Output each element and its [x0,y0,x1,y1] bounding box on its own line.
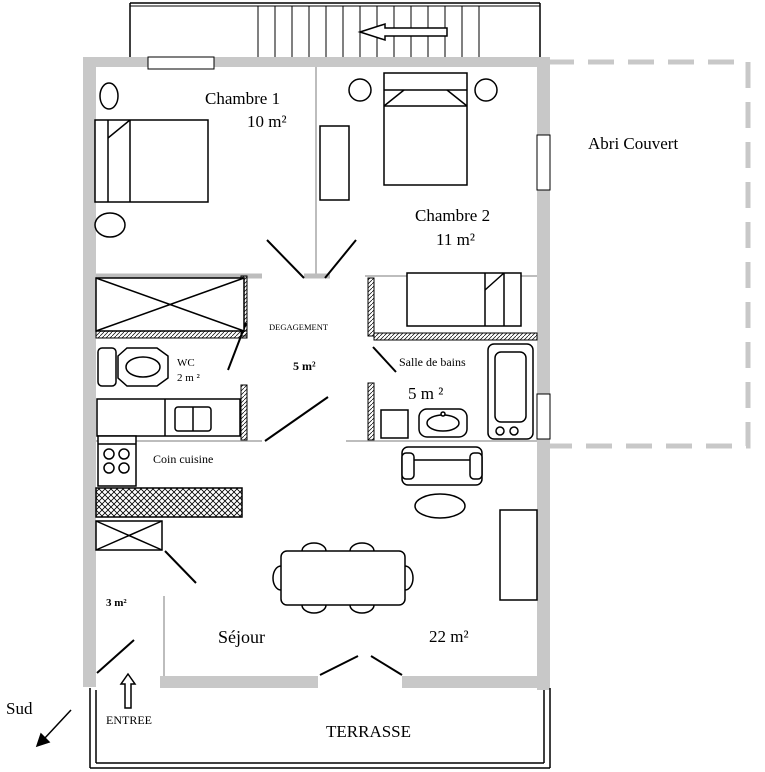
coffee-table [414,493,466,519]
bath-cabinet [380,409,409,439]
wall-hatch-right-upper [367,277,375,337]
nightstand-lamp-2 [94,212,126,238]
area-degagement: 5 m² [293,359,316,373]
bathtub [487,343,534,440]
label-sejour: Séjour [218,627,265,647]
window-right-1 [536,134,551,191]
staircase [129,2,541,57]
label-wc: WC [177,357,195,369]
area-salle-de-bains: 5 m ² [408,384,443,403]
label-coin-cuisine: Coin cuisine [153,452,213,466]
label-salle-de-bains: Salle de bains [399,355,466,369]
dining-table [272,542,414,614]
sofa [401,446,483,486]
kitchen-counter [96,398,241,487]
stove-burners-icon [103,448,130,474]
tv-cabinet [499,509,538,601]
outer-walls [83,57,550,690]
stair-arrow-icon [357,22,448,42]
label-terrasse: TERRASSE [326,722,411,741]
single-bed-chambre-2 [406,272,522,327]
terrasse-outline [89,688,551,769]
bath-hatch-bottom [373,332,538,341]
wardrobe-chambre-1 [319,125,350,201]
label-degagement: DEGAGEMENT [269,322,329,332]
lamp-chambre-2-right [474,78,498,102]
area-chambre-1: 10 m² [247,112,287,131]
bed-chambre-2 [383,72,468,186]
abri-couvert-outline [548,59,751,449]
label-sud: Sud [6,699,33,718]
wall-hatch-left-lower [240,384,248,441]
closet-entree [95,520,163,551]
bed-chambre-1 [94,119,209,203]
kitchen-bar-hatched [95,487,243,518]
lamp-chambre-2-left [348,78,372,102]
area-chambre-2: 11 m² [436,230,475,249]
window-top [147,56,215,70]
window-right-2 [536,393,551,440]
area-sejour: 22 m² [429,627,469,646]
wall-hatch-right-lower [367,382,375,441]
label-entree: ENTREE [106,713,152,727]
bath-sink [418,408,468,438]
nightstand-lamp-1 [99,82,119,110]
area-placard: 3 m² [106,597,127,609]
toilet [97,347,169,387]
area-wc: 2 m ² [177,372,201,384]
entrance-arrow-icon [119,672,137,709]
label-abri-couvert: Abri Couvert [588,134,678,153]
south-arrow-icon [35,709,72,748]
closet-left [95,277,245,332]
label-chambre-1: Chambre 1 [205,89,280,108]
label-chambre-2: Chambre 2 [415,206,490,225]
closet-hatch-bottom-left [95,330,248,339]
doors [96,239,403,676]
